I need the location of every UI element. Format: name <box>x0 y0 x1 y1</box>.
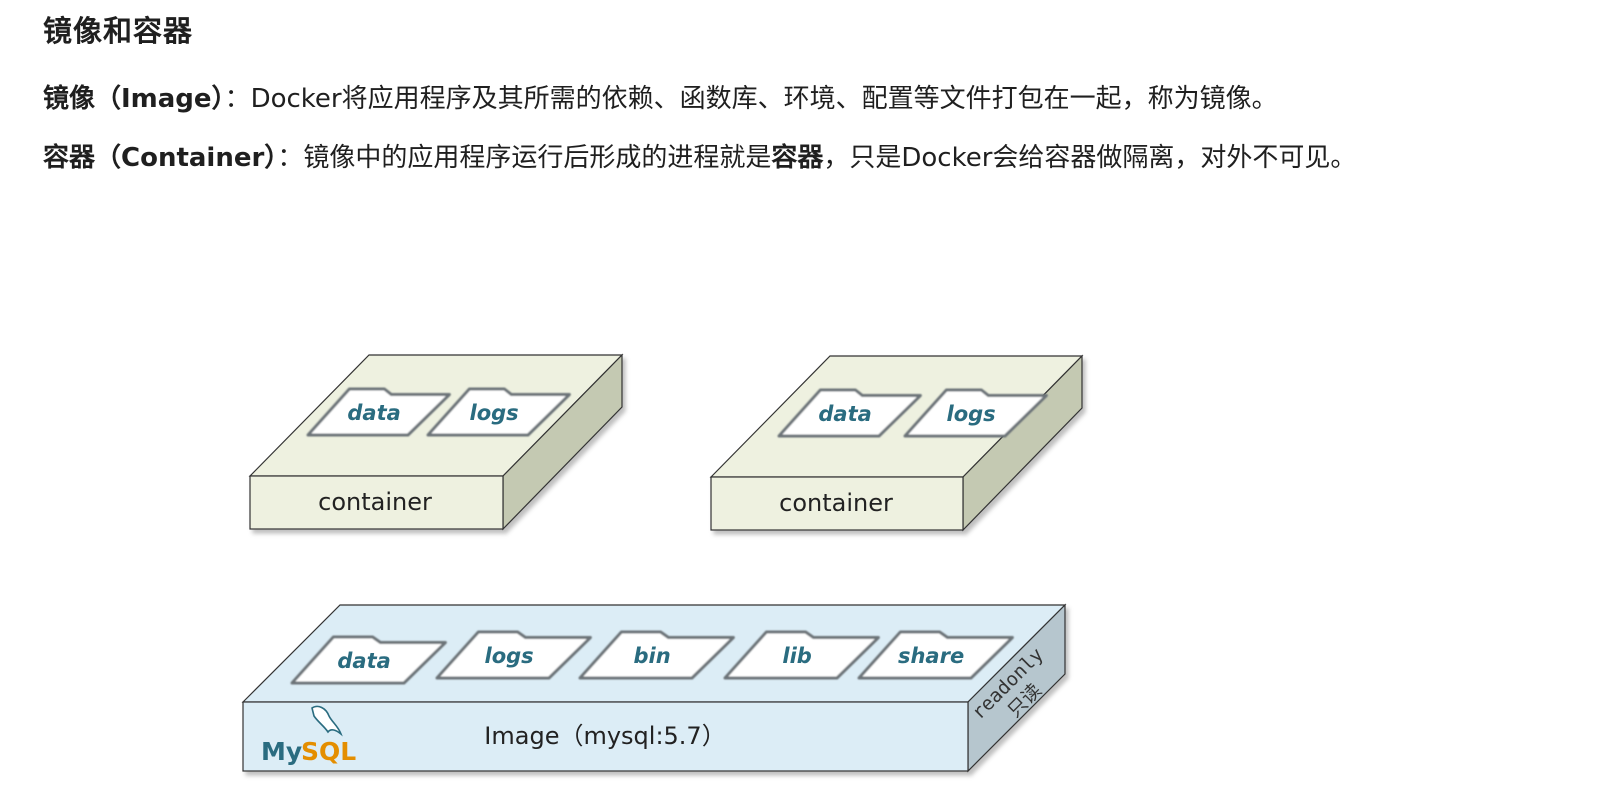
container-definition: 容器（Container）：镜像中的应用程序运行后形成的进程就是容器，只是Doc… <box>43 137 1356 174</box>
folder-icon: data <box>290 635 447 685</box>
logo-my: My <box>261 737 302 766</box>
folder-label: logs <box>485 644 534 668</box>
folder-label: data <box>337 649 390 673</box>
container-label-1: container <box>318 488 432 516</box>
image-definition: 镜像（Image）：Docker将应用程序及其所需的依赖、函数库、环境、配置等文… <box>43 78 1278 115</box>
folder-icon: data <box>777 388 922 438</box>
container-term: 容器（Container） <box>43 143 278 173</box>
image-description: Docker将应用程序及其所需的依赖、函数库、环境、配置等文件打包在一起，称为镜… <box>250 84 1278 114</box>
mysql-logo: My SQL <box>261 705 356 766</box>
dolphin-icon <box>311 705 343 737</box>
folder-icon: bin <box>578 630 735 680</box>
folder-icon: share <box>857 630 1014 680</box>
folder-icon: logs <box>903 388 1048 438</box>
page-title: 镜像和容器 <box>43 14 194 48</box>
image-term: 镜像（Image） <box>43 84 225 114</box>
folder-label: logs <box>947 402 996 426</box>
container-block-1 <box>248 353 624 531</box>
folder-label: data <box>347 401 400 425</box>
folder-label: share <box>898 644 964 668</box>
folder-label: lib <box>782 644 811 668</box>
image-colon: ： <box>224 84 251 114</box>
folder-label: logs <box>470 401 519 425</box>
folder-icons: data logs data logs data logs bin lib share <box>290 387 1048 685</box>
container-bold-word: 容器 <box>771 143 824 173</box>
folder-label: data <box>818 402 871 426</box>
folder-icon: logs <box>426 387 571 437</box>
container-description-a: 镜像中的应用程序运行后形成的进程就是 <box>303 143 772 173</box>
logo-sql: SQL <box>301 737 356 766</box>
container-colon: ： <box>277 143 304 173</box>
folder-label: bin <box>634 644 671 668</box>
folder-icon: logs <box>435 630 592 680</box>
container-label-2: container <box>779 489 893 517</box>
container-description-b: ，只是Docker会给容器做隔离，对外不可见。 <box>823 143 1357 173</box>
folder-icon: lib <box>723 630 880 680</box>
image-label: Image（mysql:5.7） <box>484 722 725 750</box>
container-block-2 <box>709 354 1084 532</box>
folder-icon: data <box>306 387 451 437</box>
